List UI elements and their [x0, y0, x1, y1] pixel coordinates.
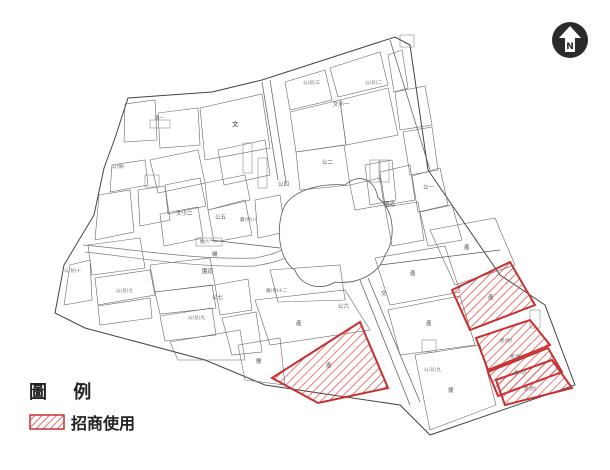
- ring-road: [82, 244, 289, 259]
- label-gongbing3: 公(兒)三: [303, 81, 321, 86]
- label-gong7: 公七: [212, 295, 224, 301]
- label-wenxiao2: 文小二: [176, 211, 193, 217]
- label-chanfu1: 產(附): [500, 339, 513, 344]
- map-legend: 圖 例 招商使用: [29, 378, 135, 434]
- label-chan4: 產: [464, 245, 470, 251]
- label-guang1: 廣一: [155, 116, 164, 121]
- label-xiao: 醫: [256, 359, 262, 365]
- label-gong-jin: 公(兒)九: [424, 368, 442, 373]
- label-gong6: 公六: [338, 304, 350, 310]
- label-jiedao: 園道: [202, 269, 214, 275]
- ring-road-inner: [84, 251, 293, 267]
- east-blocks: [237, 49, 516, 431]
- label-chan5: 產: [488, 295, 494, 301]
- investment-parcels: [270, 260, 574, 407]
- label-chanfu4: 產(附): [524, 387, 537, 392]
- label-wen: 文: [232, 120, 239, 128]
- label-gong4: 公四: [278, 182, 290, 188]
- label-chan2: 產: [410, 271, 416, 277]
- label-gongbing9: 公(兒)九: [188, 316, 206, 321]
- parcel-2: [450, 260, 537, 332]
- label-guang8: 廣(停)八: [240, 218, 258, 223]
- label-ji: 機: [212, 252, 218, 258]
- label-guandao: 園道: [384, 202, 396, 208]
- north-arrow: N: [550, 20, 590, 60]
- north-arrow-icon: N: [552, 22, 588, 58]
- parcel-3: [474, 318, 552, 372]
- legend-hatch-swatch: [29, 414, 65, 430]
- parcel-1: [270, 320, 390, 405]
- label-guang12: 廣(停)十二: [266, 289, 288, 294]
- label-gongbao: 公(保): [112, 165, 125, 170]
- label-chanfu2: 產(附): [510, 355, 523, 360]
- label-gong1: 公一: [423, 185, 435, 191]
- main-roads: [209, 39, 501, 406]
- label-gongbing7: 公(兒)七: [116, 289, 134, 294]
- west-blocks: [63, 93, 286, 361]
- legend-item-label: 招商使用: [71, 414, 136, 433]
- label-ye: 機六: [200, 240, 209, 245]
- label-wenxiao1: 文小一: [333, 102, 350, 108]
- legend-item: 招商使用: [29, 410, 135, 434]
- label-chan1: 產: [296, 321, 302, 327]
- label-gongbing10: 公(兒)十: [64, 269, 82, 274]
- north-letter: N: [566, 42, 574, 52]
- central-roundabout: [278, 178, 393, 287]
- label-chan3: 產: [426, 321, 432, 327]
- label-jiao-top: 交: [381, 291, 387, 297]
- label-chanfu3: 產(附): [514, 371, 527, 376]
- label-chan6: 產: [326, 363, 332, 369]
- label-jie: 捷: [448, 388, 454, 394]
- label-gong5: 公五: [215, 215, 227, 221]
- label-gong2: 公二: [322, 160, 334, 166]
- parcel-5: [494, 358, 574, 407]
- label-gongbing2: 公(兒)二: [365, 81, 383, 86]
- legend-title: 圖 例: [29, 382, 102, 403]
